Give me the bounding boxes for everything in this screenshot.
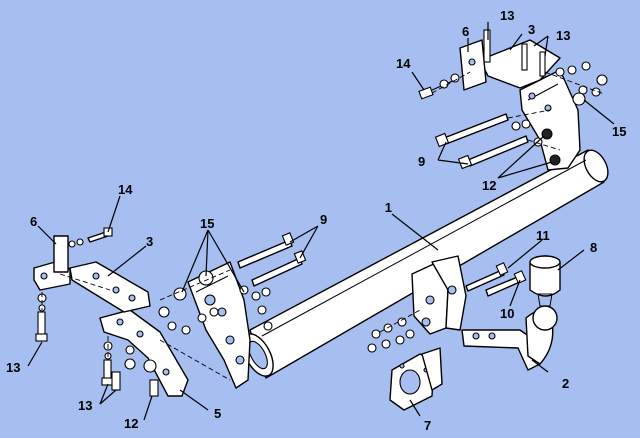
top-right-plate-6	[459, 39, 487, 91]
callout-13-left: 13	[6, 360, 20, 375]
callout-14-left: 14	[118, 182, 133, 197]
callout-13-top: 13	[500, 8, 514, 23]
left-hardware	[35, 227, 231, 397]
callout-3-left: 3	[146, 234, 153, 249]
right-bolts-9	[434, 109, 561, 170]
callout-13-bottom: 13	[78, 398, 92, 413]
top-right-bracket-3	[479, 29, 561, 89]
callout-15-right: 15	[612, 124, 626, 139]
callout-1: 1	[385, 200, 392, 215]
callout-7: 7	[424, 418, 431, 433]
callout-3-right: 3	[528, 22, 535, 37]
callout-15-left: 15	[200, 216, 214, 231]
left-lower-bracket-5	[99, 309, 189, 397]
callout-14-right: 14	[396, 56, 411, 71]
callout-10: 10	[500, 306, 514, 321]
center-mounting-flanges	[411, 255, 467, 335]
tow-ball-neck-2	[461, 305, 558, 371]
callout-5: 5	[214, 406, 221, 421]
top-right-hardware	[418, 61, 608, 106]
callout-9-right: 9	[418, 154, 425, 169]
callout-labels: 1 2 3 3 5 6 6 7 8 9 9 10 11 12 12 13 13 …	[6, 8, 626, 433]
callout-2: 2	[562, 376, 569, 391]
callout-11: 11	[536, 228, 550, 243]
callout-8: 8	[590, 240, 597, 255]
left-plate-6	[33, 235, 71, 291]
callout-9-left: 9	[320, 212, 327, 227]
leader-lines	[27, 22, 615, 421]
callout-13-top-right: 13	[556, 28, 570, 43]
callout-6-right: 6	[462, 24, 469, 39]
ball-bolts-10-11	[465, 262, 527, 297]
socket-plate-7	[389, 347, 443, 411]
callout-12-left: 12	[124, 416, 138, 431]
left-side-bracket-plate	[187, 261, 251, 389]
center-hardware	[367, 309, 421, 353]
tow-ball-cover-8	[529, 255, 561, 307]
callout-6-left: 6	[30, 214, 37, 229]
callout-12-right: 12	[482, 178, 496, 193]
left-top-bracket-3	[69, 261, 151, 313]
